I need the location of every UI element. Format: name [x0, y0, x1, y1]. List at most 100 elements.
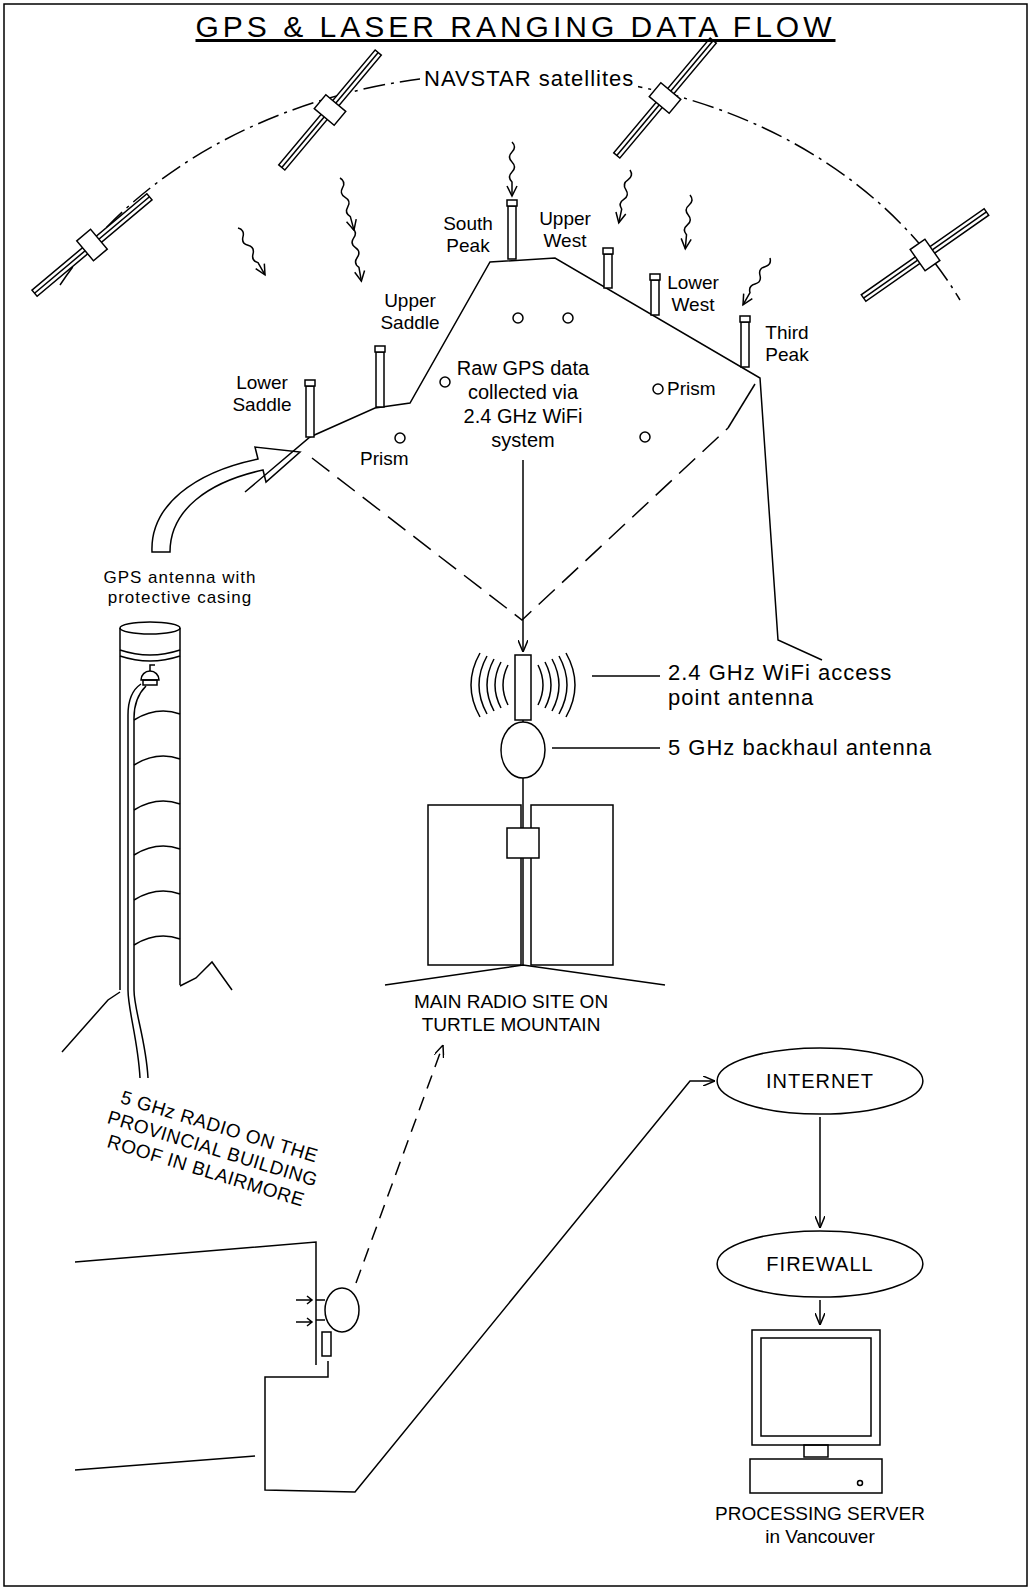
gps-antenna-casing — [120, 628, 180, 990]
flow-connector — [356, 1045, 443, 1283]
node-label: Raw GPS data collected via 2.4 GHz WiFi … — [453, 352, 593, 452]
gps-antenna-casing — [134, 801, 180, 810]
radio-mast — [503, 665, 543, 705]
node-label: INTERNET — [766, 1069, 874, 1093]
building — [322, 1332, 331, 1356]
satellite — [314, 95, 345, 126]
prism-marker — [440, 377, 450, 387]
gps-mast — [508, 206, 516, 259]
radio-mast — [515, 655, 531, 720]
monitor-screen — [761, 1338, 871, 1436]
radio-mast — [531, 805, 613, 965]
signal-squiggle — [347, 227, 366, 282]
computer-icon — [700, 1325, 940, 1503]
gps-mast — [740, 316, 750, 322]
leader-line — [592, 675, 660, 677]
network-ellipse: INTERNET — [715, 1045, 925, 1117]
building — [325, 1288, 359, 1332]
prism-marker — [563, 313, 573, 323]
part-label: 2.4 GHz WiFi access point antenna — [668, 660, 908, 711]
mountain-outline — [312, 428, 728, 620]
ellipse-outline — [717, 1231, 923, 1297]
part-label: Prism — [360, 448, 409, 470]
part-label: Prism — [667, 378, 716, 400]
radio-mast — [487, 659, 559, 711]
satellite — [617, 41, 713, 156]
prism-marker — [653, 384, 663, 394]
building — [75, 1242, 359, 1470]
radio-mast — [479, 656, 567, 714]
building — [75, 1242, 316, 1365]
flow-connector — [265, 1081, 715, 1492]
signal-squiggle — [680, 195, 695, 250]
part-label: Lower West — [655, 272, 731, 316]
leader-line — [552, 747, 660, 749]
signal-squiggle — [680, 238, 691, 249]
signal-squiggle — [614, 212, 626, 224]
gps-mast — [603, 248, 613, 254]
gps-antenna-casing — [141, 671, 159, 680]
monitor-neck — [804, 1445, 828, 1457]
part-label: Upper West — [527, 208, 603, 252]
satellite — [856, 201, 994, 308]
gps-mast — [650, 274, 660, 280]
prism-marker — [513, 313, 523, 323]
flow-connector — [819, 1300, 821, 1325]
signal-squiggle — [347, 219, 359, 231]
orbit-arc — [60, 73, 960, 300]
gps-antenna-casing — [134, 846, 180, 855]
flow-connector — [522, 460, 524, 652]
part-label: 5 GHz backhaul antenna — [668, 735, 932, 760]
mountain-region: Raw GPS data collected via 2.4 GHz WiFi … — [453, 352, 593, 460]
mountain-outline — [728, 384, 755, 428]
satellite — [607, 32, 723, 164]
signal-squiggle — [510, 142, 515, 196]
signal-squiggle — [355, 270, 367, 282]
gps-antenna-casing — [134, 891, 180, 900]
gps-antenna-casing — [134, 686, 148, 1078]
radio-site: MAIN RADIO SITE ON TURTLE MOUNTAIN — [378, 652, 644, 1045]
gps-antenna-casing — [120, 656, 180, 661]
computer-base — [750, 1459, 882, 1493]
building — [296, 1318, 312, 1326]
server-computer: PROCESSING SERVER in Vancouver — [700, 1325, 940, 1555]
signal-squiggle — [350, 228, 364, 282]
orbit-arc — [60, 73, 960, 300]
node-label: 5 GHz RADIO ON THE PROVINCIAL BUILDING R… — [85, 1081, 339, 1218]
radio-dish: 5 GHz RADIO ON THE PROVINCIAL BUILDING R… — [318, 1283, 364, 1361]
satellite — [614, 38, 717, 158]
node-label: FIREWALL — [766, 1252, 873, 1276]
gps-mast — [375, 346, 385, 352]
radio-mast — [385, 965, 665, 985]
satellite — [864, 212, 987, 298]
satellite — [32, 194, 152, 297]
gps-antenna-casing — [150, 665, 155, 671]
node-label: MAIN RADIO SITE ON TURTLE MOUNTAIN — [378, 991, 644, 1037]
gps-antenna-casing — [143, 680, 157, 685]
monitor-frame — [752, 1330, 880, 1445]
radio-mast — [507, 828, 539, 858]
radio-mast — [385, 653, 665, 985]
satellite — [649, 83, 680, 114]
part-label: Lower Saddle — [224, 372, 300, 416]
gps-antenna-casing — [134, 756, 180, 765]
gps-antenna-casing — [62, 962, 232, 1052]
building — [75, 1456, 255, 1470]
hollow-arrow — [152, 447, 300, 552]
mountain-outline — [245, 258, 822, 660]
signal-squiggle — [234, 226, 270, 278]
diagram-title: GPS & LASER RANGING DATA FLOW — [0, 10, 1031, 44]
signal-squiggle — [236, 227, 267, 276]
gps-mast — [507, 200, 517, 206]
gps-antenna-casing — [134, 936, 180, 945]
gps-mast — [305, 380, 315, 386]
prism-marker — [395, 433, 405, 443]
building — [316, 1300, 325, 1320]
power-button — [858, 1481, 863, 1486]
radio-mast — [501, 722, 545, 778]
gps-antenna-casing — [134, 711, 180, 720]
gps-antenna-casing — [120, 622, 180, 634]
gps-mast — [306, 386, 314, 437]
